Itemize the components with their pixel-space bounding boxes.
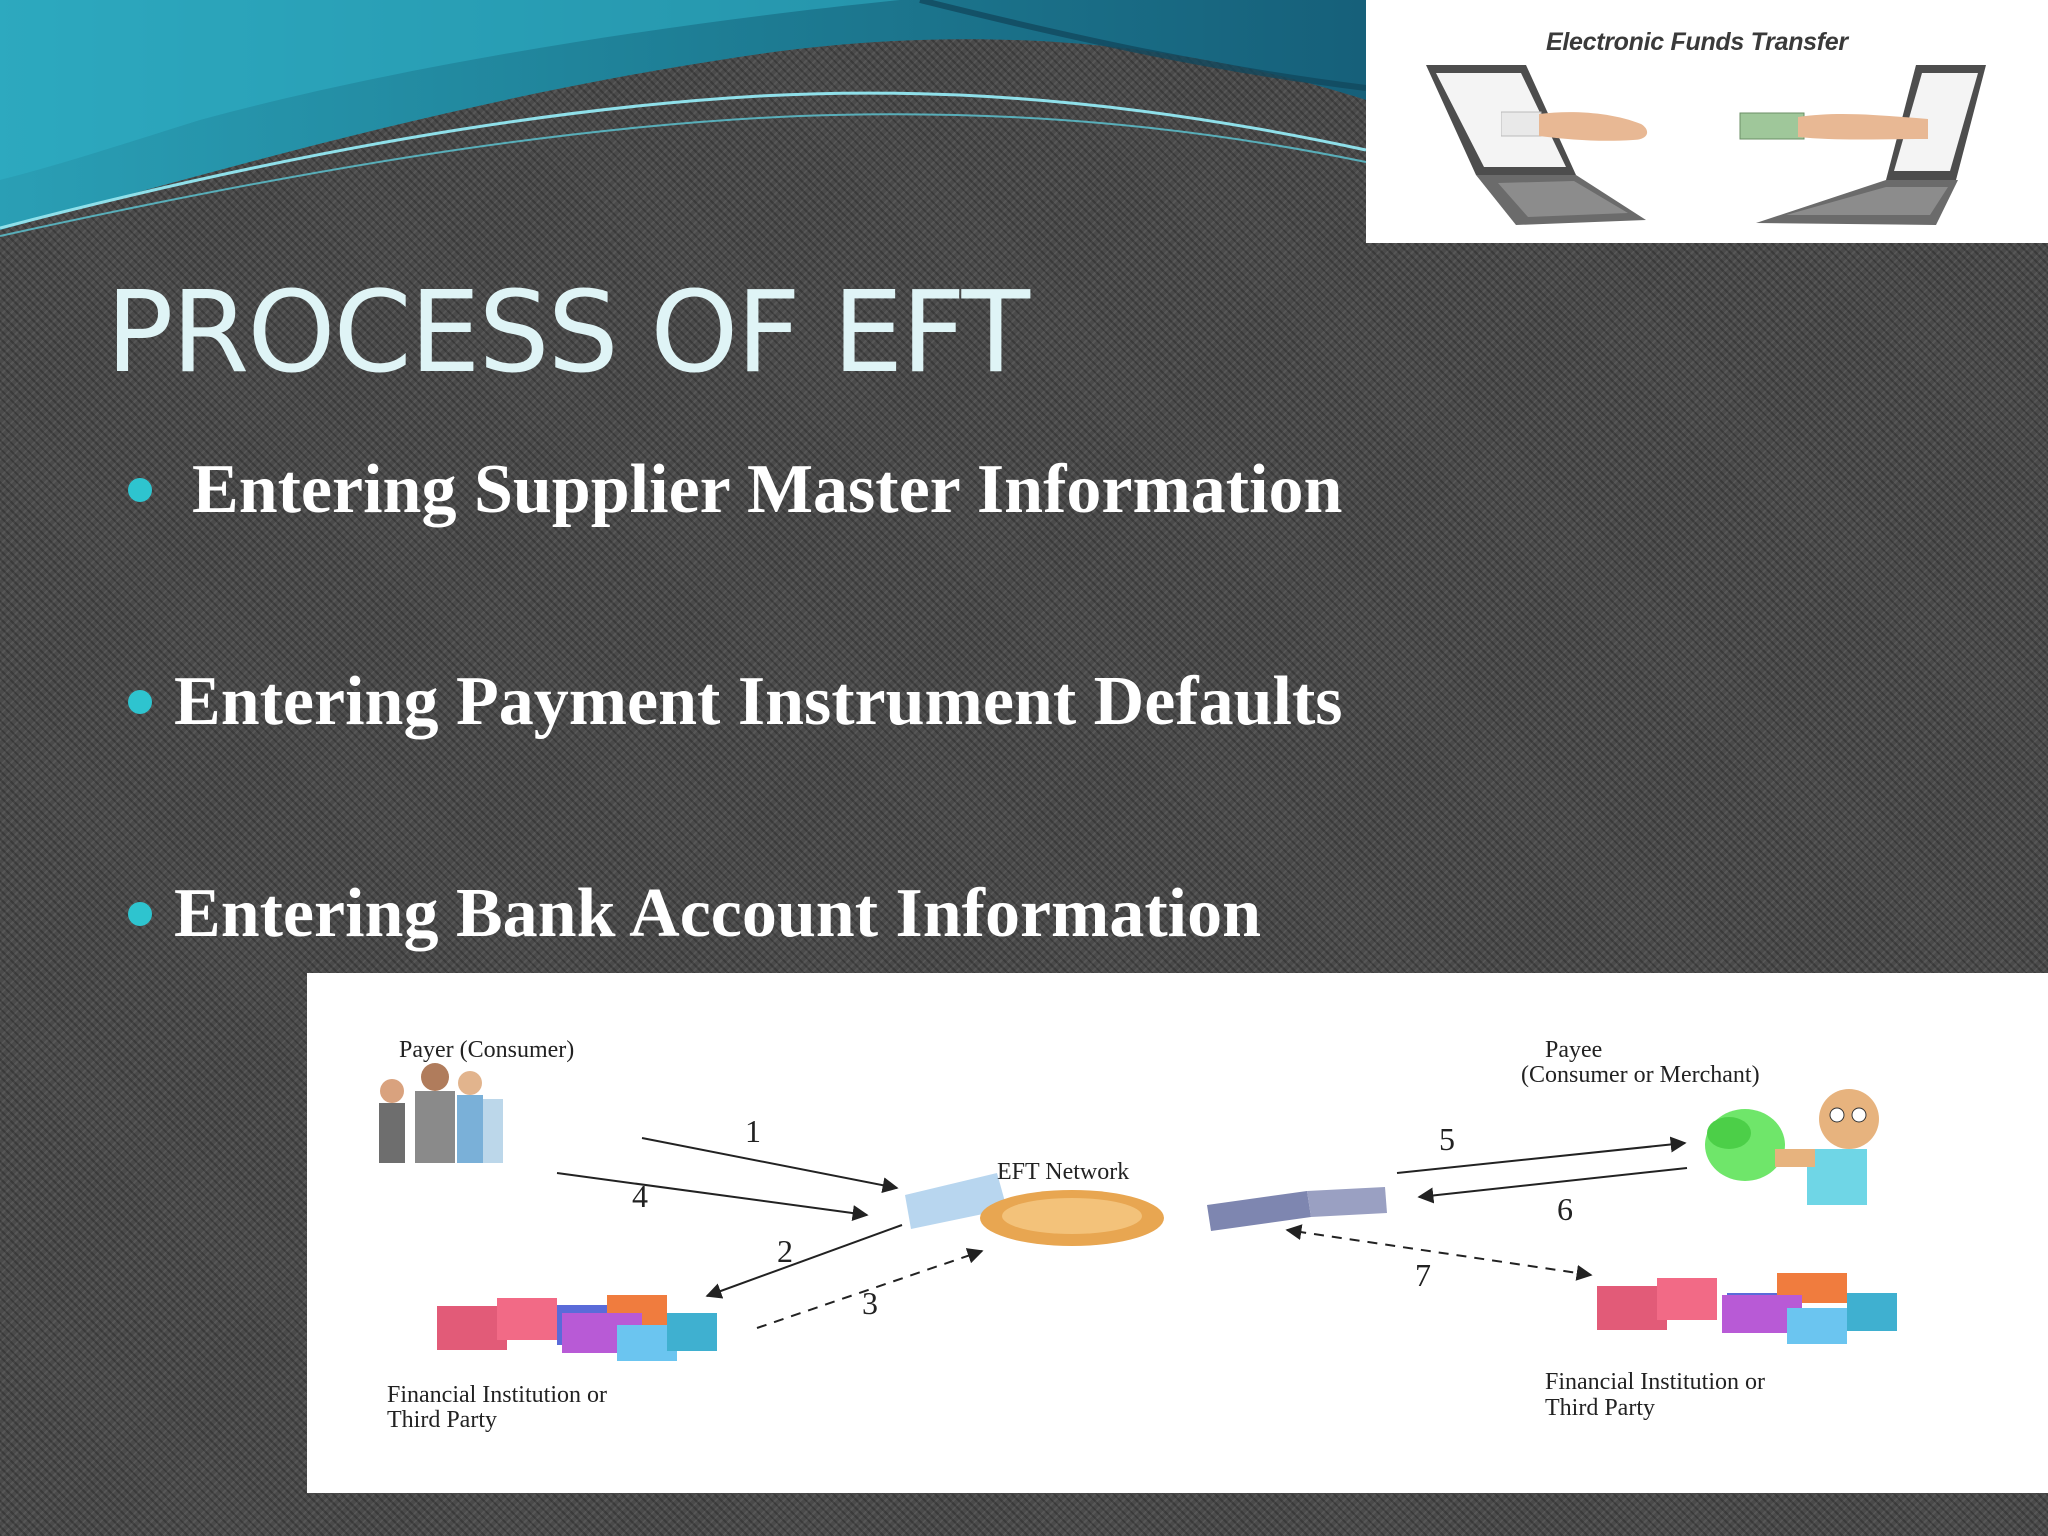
photo-caption: Electronic Funds Transfer [1546,28,1848,57]
left-institution-line1: Financial Institution or [387,1382,607,1408]
bullet-item-supplier: Entering Supplier Master Information [128,450,1343,530]
bullet-text: Entering Payment Instrument Defaults [174,662,1343,742]
step-number: 1 [745,1113,761,1150]
step-number: 7 [1415,1257,1431,1294]
bullet-dot-icon [128,902,152,926]
step-number: 6 [1557,1191,1573,1228]
slide-title: PROCESS OF EFT [106,268,1028,398]
step-number: 2 [777,1233,793,1270]
step-number: 5 [1439,1121,1455,1158]
bullet-item-payment: Entering Payment Instrument Defaults [128,662,1343,742]
right-institution-line2: Third Party [1545,1395,1655,1421]
eft-photo: Electronic Funds Transfer [1366,0,2048,243]
bank-buildings-icon [437,1295,717,1361]
bullet-item-bank: Entering Bank Account Information [128,874,1261,954]
people-icon [379,1063,503,1163]
step-number: 4 [632,1178,648,1215]
left-institution-line2: Third Party [387,1407,497,1433]
eft-network-label: EFT Network [997,1159,1129,1185]
merchant-icon [1705,1089,1879,1205]
bullet-dot-icon [128,478,152,502]
step-number: 3 [862,1285,878,1322]
right-institution-line1: Financial Institution or [1545,1369,1765,1395]
bullet-text: Entering Bank Account Information [174,874,1261,954]
bullet-dot-icon [128,690,152,714]
bullet-text: Entering Supplier Master Information [192,450,1343,530]
payee-label-line1: Payee [1545,1037,1602,1063]
payer-label: Payer (Consumer) [399,1037,574,1063]
payee-label-line2: (Consumer or Merchant) [1521,1062,1760,1088]
bank-buildings-icon [1597,1273,1897,1344]
eft-process-diagram: Payer (Consumer) Payee (Consumer or Merc… [307,973,2048,1493]
hand-icon [1501,100,1661,160]
banknote-icon [1738,105,1938,155]
